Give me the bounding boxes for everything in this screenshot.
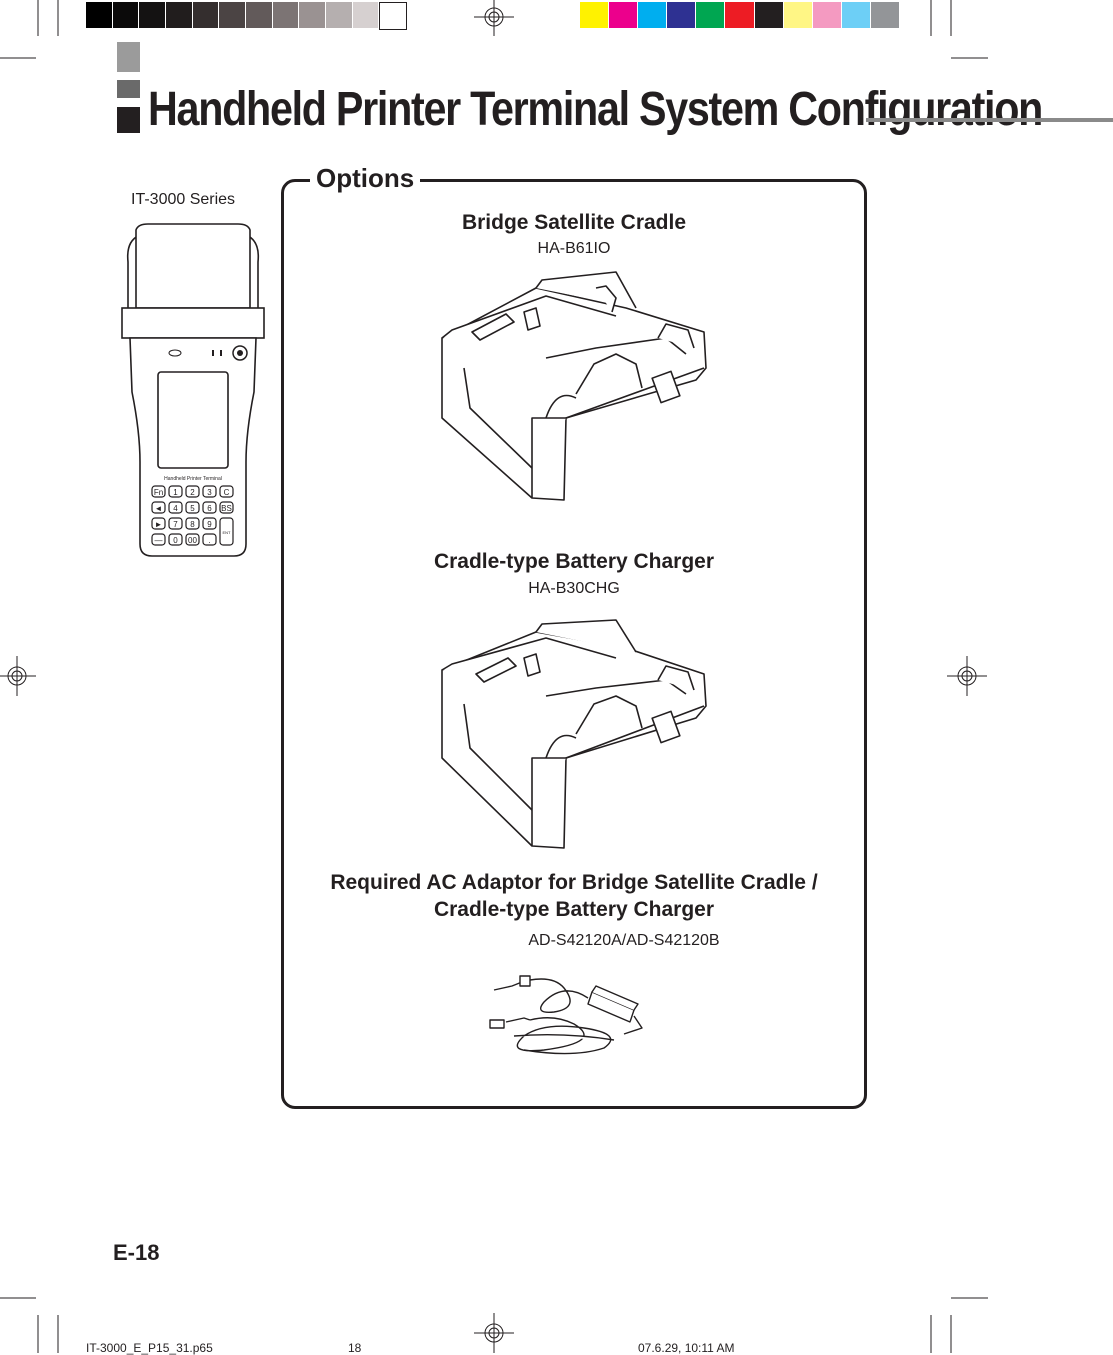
device-brand-text: Handheld Printer Terminal <box>164 476 222 482</box>
keypad-key-label: C <box>224 488 230 497</box>
keypad-key-label: 7 <box>173 520 178 529</box>
gray-swatch <box>86 2 112 28</box>
gray-swatch <box>112 2 139 28</box>
registration-target-left <box>0 656 36 696</box>
keypad-key-label: 8 <box>190 520 195 529</box>
keypad-key: 4 <box>168 501 183 514</box>
keypad-key-label: . <box>208 536 210 545</box>
keypad-key-label: Fn <box>154 488 163 497</box>
keypad-key-label: — <box>155 536 163 545</box>
adaptor-heading-line1: Required AC Adaptor for Bridge Satellite… <box>330 871 818 894</box>
process-swatch <box>870 2 899 28</box>
keypad-key: 7 <box>168 517 183 530</box>
keypad-key: 0 <box>168 533 183 546</box>
gray-swatch <box>166 2 192 28</box>
keypad-key: Fn <box>151 485 166 498</box>
registration-target-top <box>474 0 514 36</box>
keypad-key: 5 <box>185 501 200 514</box>
keypad-key-label: 2 <box>190 488 195 497</box>
gray-swatch <box>299 2 325 28</box>
keypad-key-label: 4 <box>173 504 178 513</box>
title-accent-dark <box>117 107 140 133</box>
options-panel <box>281 179 867 1109</box>
gray-swatch <box>219 2 245 28</box>
ac-adaptor-illustration <box>489 975 643 1055</box>
keypad-key: ENT <box>219 517 234 546</box>
keypad-key-label: 5 <box>190 504 195 513</box>
gray-ramp-color-bar <box>86 0 407 30</box>
process-swatch <box>580 2 609 28</box>
process-swatch <box>696 2 725 28</box>
keypad-key-label: 1 <box>173 488 178 497</box>
keypad-key-label: ◄ <box>155 504 163 513</box>
gray-swatch <box>192 2 219 28</box>
gray-swatch <box>272 2 299 28</box>
process-color-bar <box>580 0 900 30</box>
handheld-terminal-illustration: Handheld Printer Terminal Fn 1 2 3 C ◄ 4 5 6 BS ► 7… <box>121 223 265 557</box>
keypad-key: 3 <box>202 485 217 498</box>
adaptor-model: AD-S42120A/AD-S42120B <box>528 932 720 949</box>
adaptor-heading-line2: Cradle-type Battery Charger <box>433 898 715 921</box>
keypad-key: ► <box>151 517 166 530</box>
charger-model: HA-B30CHG <box>528 580 620 597</box>
gray-swatch <box>352 2 379 28</box>
keypad-key: 00 <box>185 533 200 546</box>
keypad-key-label: BS <box>221 504 232 513</box>
keypad-key: — <box>151 533 166 546</box>
title-rule <box>866 118 1113 122</box>
page-number: E-18 <box>113 1240 160 1265</box>
device-series-label: IT-3000 Series <box>131 191 236 208</box>
process-swatch <box>638 2 667 28</box>
registration-target-right <box>947 656 987 696</box>
footer-file-name: IT-3000_E_P15_31.p65 <box>86 1341 213 1355</box>
keypad-key-label: ENT <box>223 530 232 535</box>
keypad-key: 2 <box>185 485 200 498</box>
gray-swatch <box>326 2 352 28</box>
process-swatch <box>667 2 696 28</box>
bridge-cradle-heading: Bridge Satellite Cradle <box>461 211 687 234</box>
gray-swatch <box>139 2 165 28</box>
bridge-cradle-model: HA-B61IO <box>537 240 611 257</box>
keypad-key-label: 00 <box>188 536 197 545</box>
options-label: Options <box>310 163 421 194</box>
keypad-key: . <box>202 533 217 546</box>
title-accent-mid <box>117 80 140 98</box>
charger-heading: Cradle-type Battery Charger <box>433 550 715 573</box>
gray-swatch <box>246 2 272 28</box>
process-swatch <box>725 2 754 28</box>
keypad-key: 6 <box>202 501 217 514</box>
keypad-key: BS <box>219 501 234 514</box>
process-swatch <box>841 2 870 28</box>
page-title: Handheld Printer Terminal System Configu… <box>148 83 1043 136</box>
keypad-key: 9 <box>202 517 217 530</box>
keypad-key-label: 3 <box>207 488 212 497</box>
title-accent-light <box>117 42 140 72</box>
process-swatch <box>754 2 783 28</box>
charger-illustration <box>441 619 707 849</box>
keypad-key: 1 <box>168 485 183 498</box>
keypad-key: ◄ <box>151 501 166 514</box>
keypad-key-label: 6 <box>207 504 212 513</box>
footer-timestamp: 07.6.29, 10:11 AM <box>638 1341 735 1355</box>
footer-page: 18 <box>348 1341 362 1355</box>
process-swatch <box>812 2 841 28</box>
bridge-cradle-illustration <box>441 271 707 501</box>
process-swatch <box>783 2 812 28</box>
keypad-key: 8 <box>185 517 200 530</box>
keypad-key-label: 9 <box>207 520 212 529</box>
keypad-key: C <box>219 485 234 498</box>
gray-swatch <box>379 2 407 30</box>
process-swatch <box>609 2 638 28</box>
keypad-key-label: 0 <box>173 536 178 545</box>
registration-target-bottom <box>474 1313 514 1353</box>
keypad-key-label: ► <box>155 520 163 529</box>
